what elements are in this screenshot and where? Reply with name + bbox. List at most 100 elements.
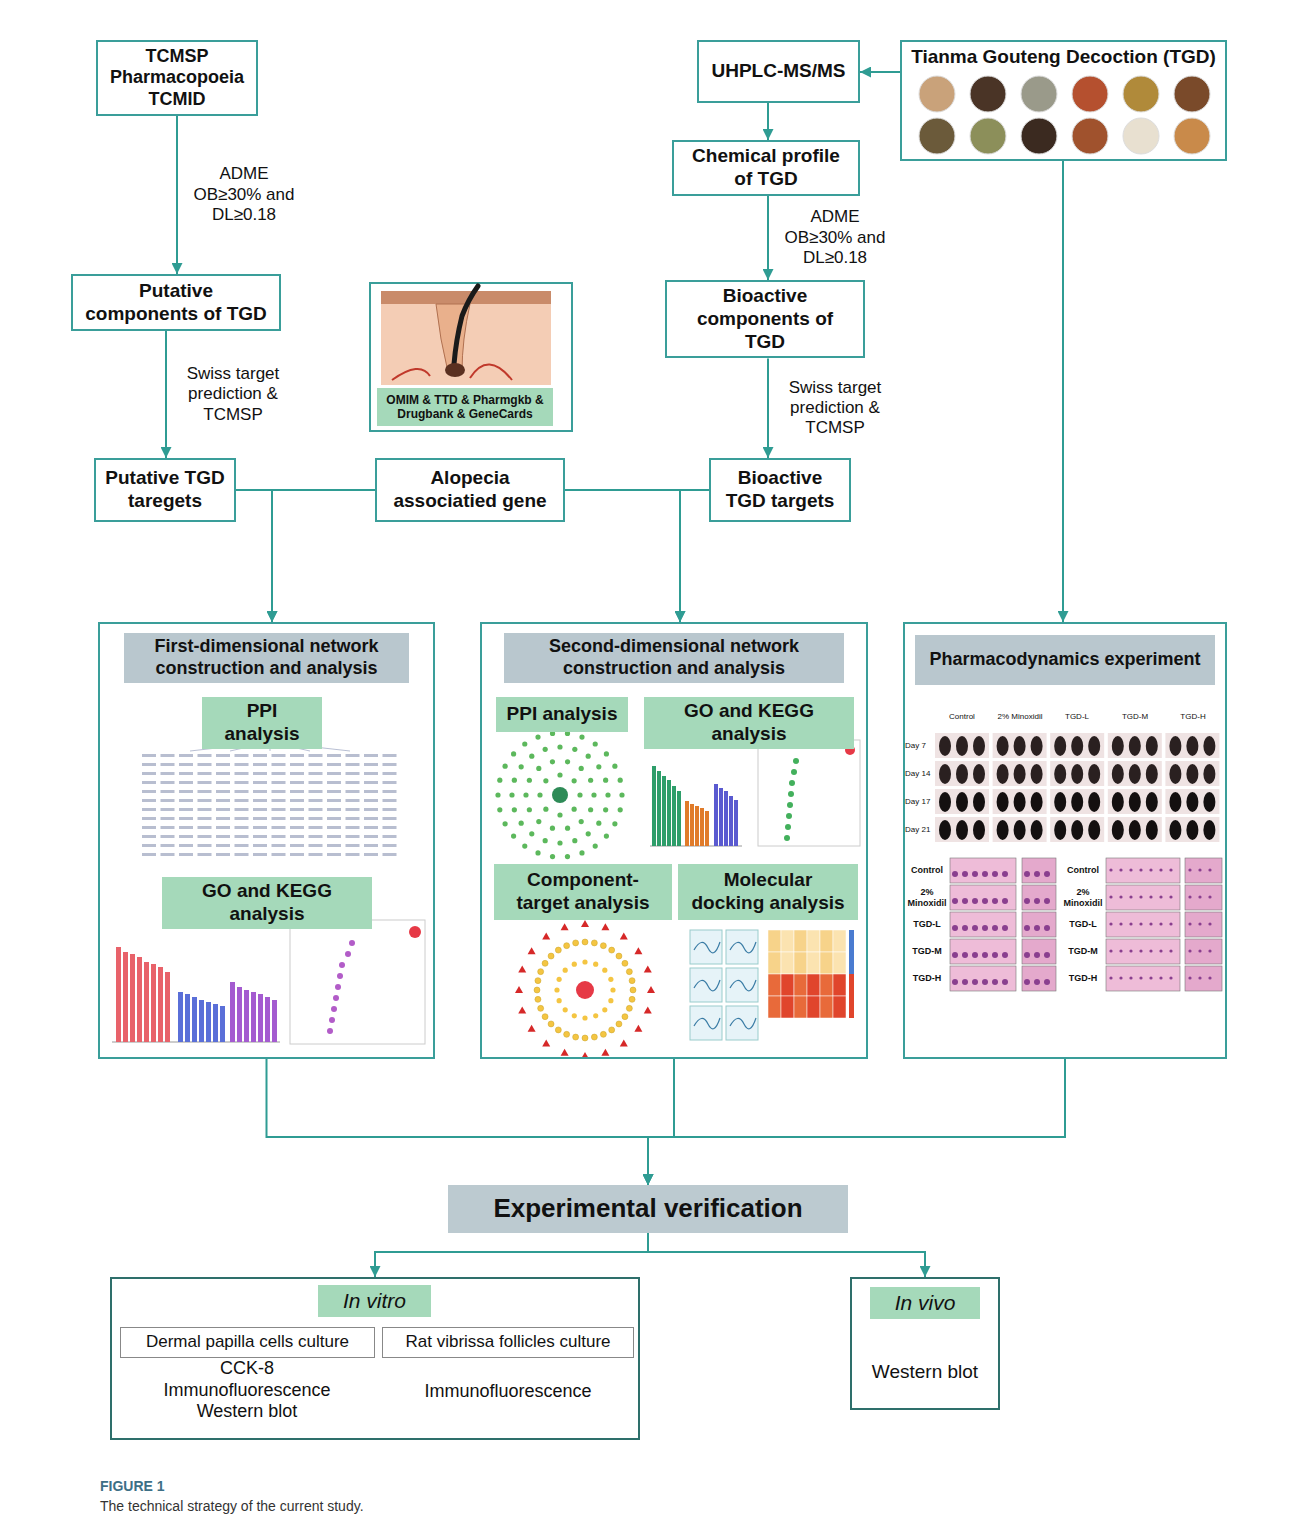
follicle-section — [1024, 871, 1030, 877]
follicle-section — [952, 898, 958, 904]
ppi-gene-node — [383, 853, 397, 856]
ppi-gene-node — [253, 808, 267, 811]
flow-connector — [767, 196, 769, 280]
mouse-back — [1014, 736, 1026, 756]
docking-ligand — [694, 1018, 720, 1029]
docking-pose — [690, 930, 722, 964]
step-band: OMIM & TTD & Pharmgkb & Drugbank & GeneC… — [377, 388, 553, 426]
ppi-gene-node — [142, 790, 156, 793]
follicle-section — [1208, 895, 1211, 898]
ppi-gene-node — [327, 781, 341, 784]
ppi-gene-node — [327, 754, 341, 757]
heatmap-cell — [768, 952, 781, 974]
flow-connector — [375, 1233, 648, 1277]
follicle-section — [1159, 976, 1162, 979]
ppi-gene-node — [198, 817, 212, 820]
ppi-gene-node — [272, 826, 286, 829]
annotation-label: Control — [1063, 865, 1103, 876]
ppi-node — [523, 792, 528, 797]
follicle-section — [1198, 949, 1201, 952]
node-text: Chemical profile of TGD — [682, 145, 850, 191]
ppi-gene-node — [290, 772, 304, 775]
ppi-gene-node — [309, 826, 323, 829]
ppi-gene-node — [290, 844, 304, 847]
mouse-back — [1088, 736, 1100, 756]
node-text: Experimental verification — [456, 1193, 840, 1224]
illustration-frame — [370, 283, 572, 431]
ppi-node — [565, 854, 570, 859]
ppi-node — [588, 807, 593, 812]
mouse-back — [973, 736, 985, 756]
follicle-section — [1159, 868, 1162, 871]
ppi-gene-node — [272, 853, 286, 856]
ppi-gene-node — [253, 790, 267, 793]
kegg-dot — [349, 940, 355, 946]
mouse-photo — [1108, 761, 1162, 786]
target-node — [555, 1027, 561, 1033]
ppi-gene-node — [216, 763, 230, 766]
ppi-node — [591, 792, 596, 797]
ppi-node — [543, 747, 548, 752]
mouse-back — [1169, 736, 1181, 756]
kegg-frame — [290, 920, 425, 1044]
ppi-gene-node — [235, 754, 249, 757]
mouse-back — [1112, 792, 1124, 812]
go-bar — [178, 992, 183, 1042]
core-node — [576, 981, 594, 999]
kegg-dot — [787, 802, 793, 808]
mouse-back — [1169, 792, 1181, 812]
go-bar — [144, 962, 149, 1042]
ppi-gene-node — [161, 844, 175, 847]
node-text: GO and KEGG analysis — [170, 880, 364, 926]
ppi-gene-node — [290, 835, 304, 838]
connector-label: Swiss target prediction & TCMSP — [776, 378, 894, 439]
mouse-back — [1031, 820, 1043, 840]
go-bar — [237, 987, 242, 1042]
ppi-node — [619, 792, 624, 797]
go-bar — [199, 1000, 204, 1042]
target-node — [629, 996, 635, 1002]
mouse-photo — [1108, 733, 1162, 758]
ppi-gene-node — [309, 763, 323, 766]
ppi-node — [588, 778, 593, 783]
connector-label: Swiss target prediction & TCMSP — [174, 364, 292, 425]
ppi-node — [557, 744, 562, 749]
mouse-back — [997, 736, 1009, 756]
mouse-back — [997, 820, 1009, 840]
node-text: TCMSP Pharmacopoeia TCMID — [106, 46, 248, 111]
mouse-photo — [993, 817, 1047, 842]
mouse-back — [939, 764, 951, 784]
go-bar — [734, 800, 738, 846]
kegg-dot — [791, 769, 797, 775]
histology-image — [1106, 885, 1180, 910]
ppi-gene-node — [290, 763, 304, 766]
heatmap-cell — [781, 996, 794, 1018]
follicle-section — [1109, 922, 1112, 925]
ppi-node — [497, 807, 502, 812]
histology-image — [950, 939, 1016, 964]
ppi-gene-node — [383, 772, 397, 775]
heatmap-cell — [833, 952, 846, 974]
go-bar — [729, 796, 733, 846]
follicle-section — [992, 925, 998, 931]
kegg-dot — [333, 995, 339, 1001]
heatmap-cell — [781, 930, 794, 952]
target-node — [626, 1005, 632, 1011]
go-bar — [667, 780, 671, 846]
kegg-frame — [758, 740, 860, 846]
follicle-section — [952, 925, 958, 931]
follicle-section — [1149, 895, 1152, 898]
mouse-back — [1129, 764, 1141, 784]
follicle-section — [1044, 871, 1050, 877]
follicle-section — [1208, 976, 1211, 979]
ppi-gene-node — [216, 853, 230, 856]
go-bar — [700, 808, 704, 846]
mouse-back — [1186, 764, 1198, 784]
ppi-gene-node — [309, 808, 323, 811]
ppi-node — [550, 759, 555, 764]
ppi-node — [529, 831, 534, 836]
process-box: UHPLC-MS/MS — [697, 40, 860, 103]
follicle-section — [952, 979, 958, 985]
ppi-gene-node — [309, 844, 323, 847]
ppi-node — [535, 734, 540, 739]
